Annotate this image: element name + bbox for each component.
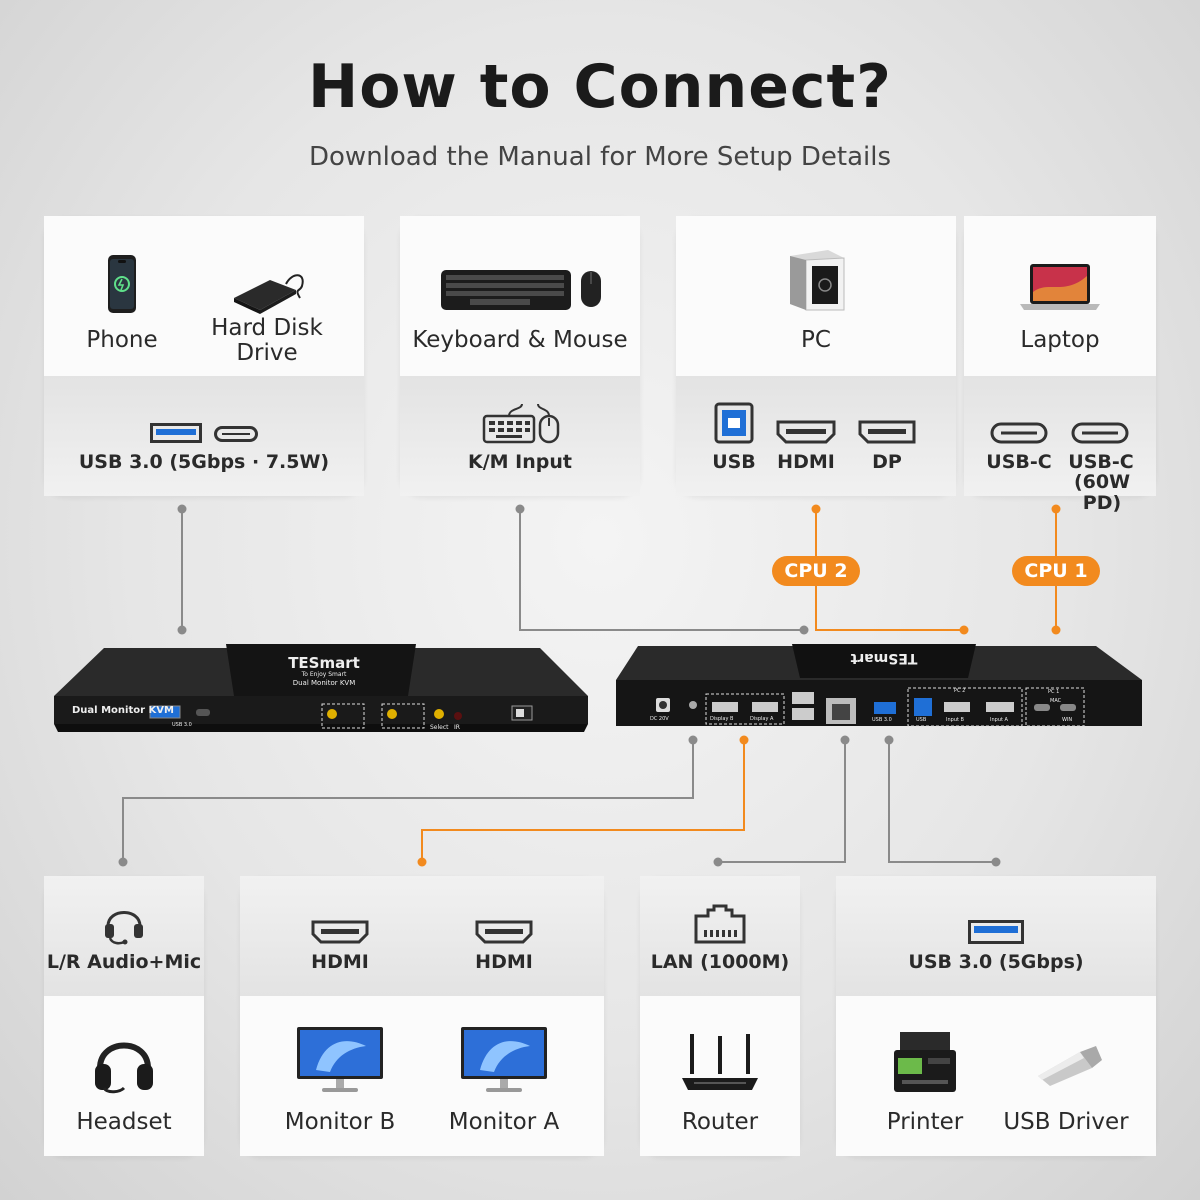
printer-icon bbox=[894, 1032, 956, 1092]
kvm-ir-label: IR bbox=[454, 724, 460, 731]
kvm-dc-label: DC 20V bbox=[650, 716, 669, 722]
input-card: Keyboard & Mouse K/M Input bbox=[400, 216, 640, 496]
audio-port-label: L/R Audio+Mic bbox=[46, 951, 202, 973]
phone-icon bbox=[108, 255, 136, 313]
usb-c-port-icon bbox=[214, 426, 258, 442]
laptop-usbc-pd-label-line1: USB-C bbox=[1068, 451, 1134, 473]
kvm-input-a-label: Input A bbox=[990, 717, 1008, 723]
hard-disk-icon bbox=[234, 274, 304, 314]
kvm-pc2-label: PC 2 bbox=[954, 688, 966, 694]
monitor-b-label: Monitor B bbox=[284, 1109, 396, 1135]
keyboard-icon bbox=[441, 270, 571, 310]
headset-icon bbox=[95, 1042, 153, 1094]
kvm-rear-brand: TESmart bbox=[850, 650, 918, 666]
laptop-usbc-label: USB-C bbox=[986, 451, 1052, 473]
pc-card: PC USB HDMI DP bbox=[676, 216, 956, 496]
mouse-icon bbox=[581, 271, 601, 307]
hdmi-port-icon bbox=[776, 420, 836, 444]
page-title: How to Connect? bbox=[308, 52, 892, 122]
kvm-input-b-label: Input B bbox=[946, 717, 964, 723]
kvm-front-label: Dual Monitor KVM bbox=[72, 705, 174, 716]
kvm-select-label: Select bbox=[430, 724, 449, 731]
km-input-label: K/M Input bbox=[468, 451, 572, 473]
laptop-card: Laptop USB-C USB-C (60W PD) bbox=[964, 216, 1156, 514]
usb-peripheral-port-label: USB 3.0 (5Gbps) bbox=[908, 951, 1084, 973]
kvm-mac-label: MAC bbox=[1050, 698, 1062, 704]
kvm-front-view: Dual Monitor KVM TESmart To Enjoy Smart … bbox=[54, 640, 588, 740]
kvm-usb3-label: USB 3.0 bbox=[872, 717, 892, 723]
keyboard-mouse-outline-icon bbox=[482, 403, 560, 444]
usb-a-port-icon bbox=[968, 920, 1024, 944]
monitor-b-icon bbox=[297, 1027, 383, 1092]
phone-label: Phone bbox=[86, 327, 158, 353]
usb-c-pd-port-icon bbox=[1071, 422, 1129, 444]
router-label: Router bbox=[681, 1109, 759, 1135]
lan-port-label: LAN (1000M) bbox=[650, 951, 790, 973]
pc-tower-icon bbox=[790, 250, 845, 311]
hdmi-port-icon bbox=[475, 920, 533, 944]
usb-drive-icon bbox=[1038, 1046, 1102, 1086]
usb-a-port-icon bbox=[150, 423, 202, 443]
kvm-power-switch[interactable] bbox=[512, 706, 532, 720]
cpu1-badge: CPU 1 bbox=[1012, 556, 1100, 586]
kvm-display-b-label: Display B bbox=[710, 716, 734, 722]
kvm-front-usb-label: USB 3.0 bbox=[172, 722, 192, 728]
usb-driver-label: USB Driver bbox=[1003, 1109, 1129, 1135]
usb-peripheral-card: USB 3.0 (5Gbps) Printer USB Driver bbox=[836, 876, 1156, 1156]
laptop-usbc-pd-label-line2: (60W PD) bbox=[1073, 471, 1131, 514]
kvm-brand: TESmart bbox=[288, 654, 360, 672]
kvm-tagline: To Enjoy Smart bbox=[301, 671, 347, 678]
storage-card: Phone Hard Disk Drive USB 3.0 (5Gbps · 7… bbox=[44, 216, 364, 496]
monitor-a-port-label: HDMI bbox=[475, 951, 533, 973]
kvm-select-button[interactable] bbox=[434, 709, 444, 719]
lan-card: LAN (1000M) Router bbox=[640, 876, 800, 1156]
laptop-icon bbox=[1020, 264, 1100, 310]
kvm-win-label: WIN bbox=[1062, 717, 1073, 723]
kvm-usb-label: USB bbox=[916, 717, 927, 723]
pc-hdmi-label: HDMI bbox=[777, 451, 835, 473]
usb-b-port-icon bbox=[714, 402, 754, 444]
kvm-rear-view: TESmart DC 20V Display B Display A USB 3… bbox=[616, 640, 1142, 740]
monitors-card: HDMI HDMI Monitor B Monitor A bbox=[240, 876, 604, 1156]
pc-usb-label: USB bbox=[712, 451, 756, 473]
keyboard-mouse-label: Keyboard & Mouse bbox=[412, 327, 628, 353]
displayport-icon bbox=[858, 420, 916, 444]
hdmi-port-icon bbox=[311, 920, 369, 944]
pc-dp-label: DP bbox=[872, 451, 902, 473]
monitor-a-label: Monitor A bbox=[448, 1109, 560, 1135]
hdd-label-line2: Drive bbox=[236, 340, 298, 366]
laptop-label: Laptop bbox=[1020, 327, 1100, 353]
page-subtitle: Download the Manual for More Setup Detai… bbox=[309, 142, 891, 172]
ethernet-port-icon bbox=[694, 904, 746, 944]
audio-card: L/R Audio+Mic Headset bbox=[44, 876, 204, 1156]
headset-outline-icon bbox=[105, 911, 143, 945]
pc-label: PC bbox=[801, 327, 831, 353]
router-icon bbox=[682, 1034, 758, 1090]
usb-c-port-icon bbox=[990, 422, 1048, 444]
cpu2-badge: CPU 2 bbox=[772, 556, 860, 586]
storage-port-label: USB 3.0 (5Gbps · 7.5W) bbox=[78, 451, 330, 473]
headset-label: Headset bbox=[76, 1109, 172, 1135]
kvm-model: Dual Monitor KVM bbox=[292, 679, 356, 687]
monitor-b-port-label: HDMI bbox=[311, 951, 369, 973]
printer-label: Printer bbox=[886, 1109, 964, 1135]
kvm-pc1-label: PC 1 bbox=[1048, 689, 1060, 695]
monitor-a-icon bbox=[461, 1027, 547, 1092]
hdd-label-line1: Hard Disk bbox=[211, 315, 323, 341]
kvm-display-a-label: Display A bbox=[750, 716, 774, 722]
